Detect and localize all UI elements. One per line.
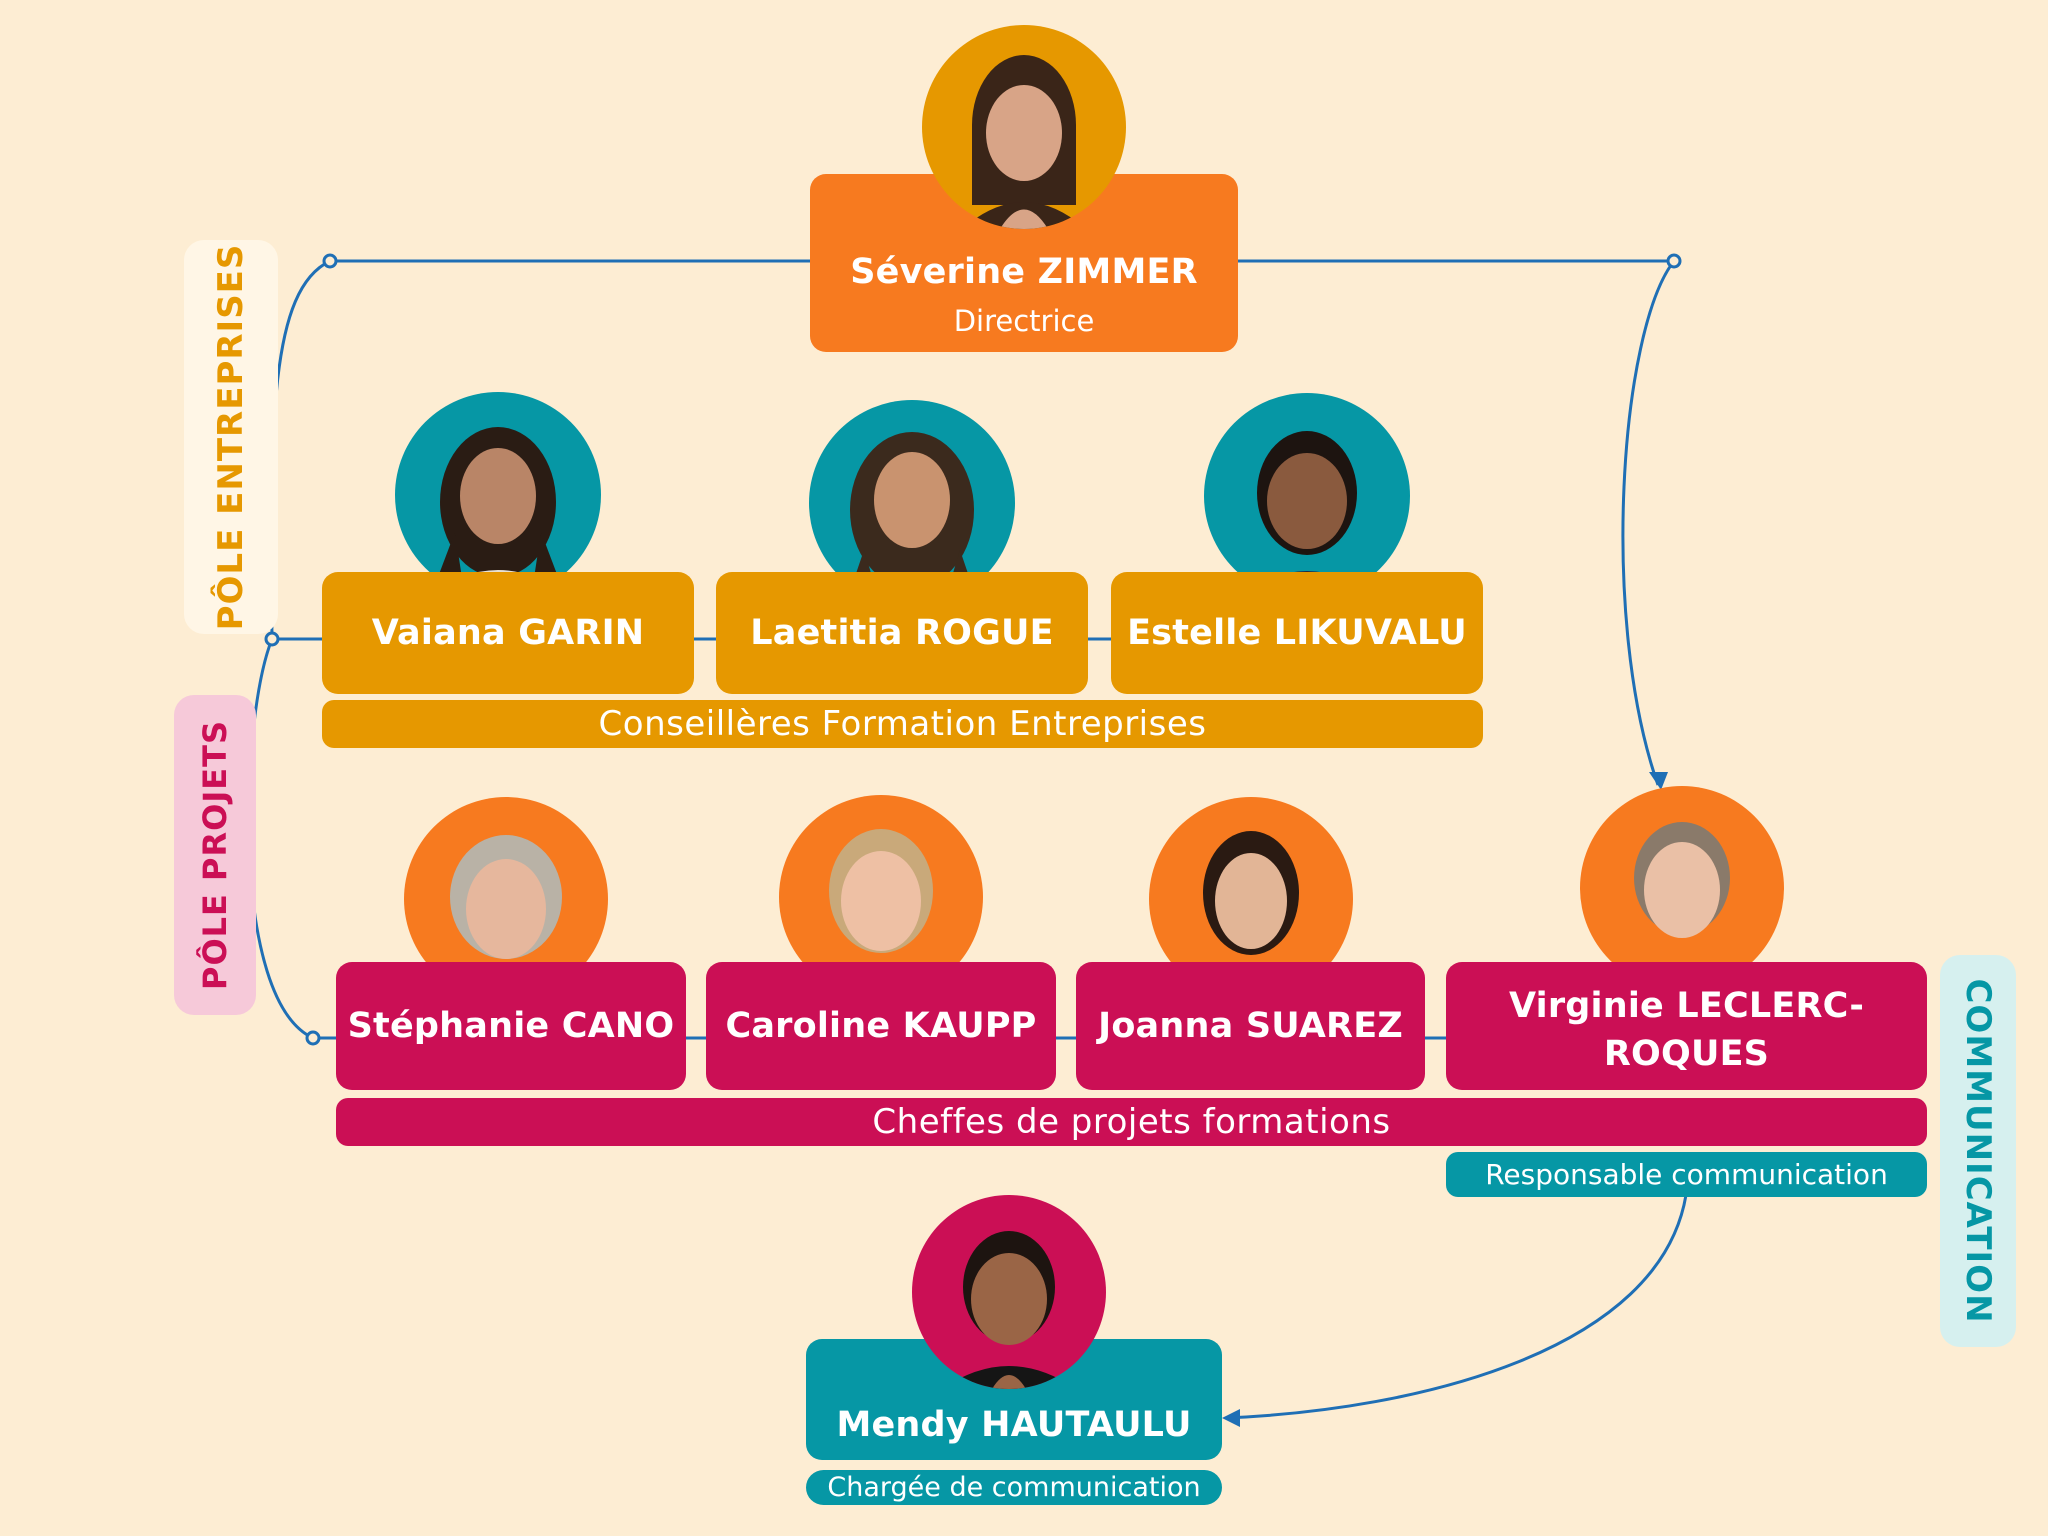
member-name: Mendy HAUTAULU [836, 1404, 1192, 1445]
director-avatar [922, 25, 1126, 229]
member-name: Joanna SUAREZ [1098, 1006, 1403, 1046]
role-bar-chargee-communication: Chargée de communication [806, 1470, 1222, 1505]
member-card-laetitia: Laetitia ROGUE [716, 572, 1088, 694]
member-name: Stéphanie CANO [347, 1006, 675, 1046]
member-card-caroline: Caroline KAUPP [706, 962, 1056, 1090]
role-bar-projets: Cheffes de projets formations [336, 1098, 1927, 1146]
role-bar-entreprises: Conseillères Formation Entreprises [322, 700, 1483, 748]
avatar-mendy [912, 1195, 1106, 1389]
pole-projets-label: PÔLE PROJETS [174, 695, 256, 1015]
role-bar-responsable-communication: Responsable communication [1446, 1152, 1927, 1197]
director-name: Séverine ZIMMER [850, 252, 1198, 292]
director-role: Directrice [953, 304, 1095, 338]
member-name: Vaiana GARIN [371, 613, 645, 653]
member-card-vaiana: Vaiana GARIN [322, 572, 694, 694]
avatar-estelle [1204, 393, 1410, 599]
member-name: Virginie LECLERC- ROQUES [1508, 986, 1865, 1074]
member-name: Estelle LIKUVALU [1127, 613, 1467, 653]
member-card-joanna: Joanna SUAREZ [1076, 962, 1425, 1090]
member-card-stephanie: Stéphanie CANO [336, 962, 686, 1090]
avatar-vaiana [395, 392, 601, 598]
avatar-virginie [1580, 786, 1784, 990]
member-card-estelle: Estelle LIKUVALU [1111, 572, 1483, 694]
pole-entreprises-label: PÔLE ENTREPRISES [184, 240, 278, 634]
member-name: Laetitia ROGUE [750, 613, 1054, 653]
member-card-virginie: Virginie LECLERC- ROQUES [1446, 962, 1927, 1090]
pole-communication-label: COMMUNICATION [1940, 955, 2016, 1347]
member-name: Caroline KAUPP [725, 1006, 1037, 1046]
